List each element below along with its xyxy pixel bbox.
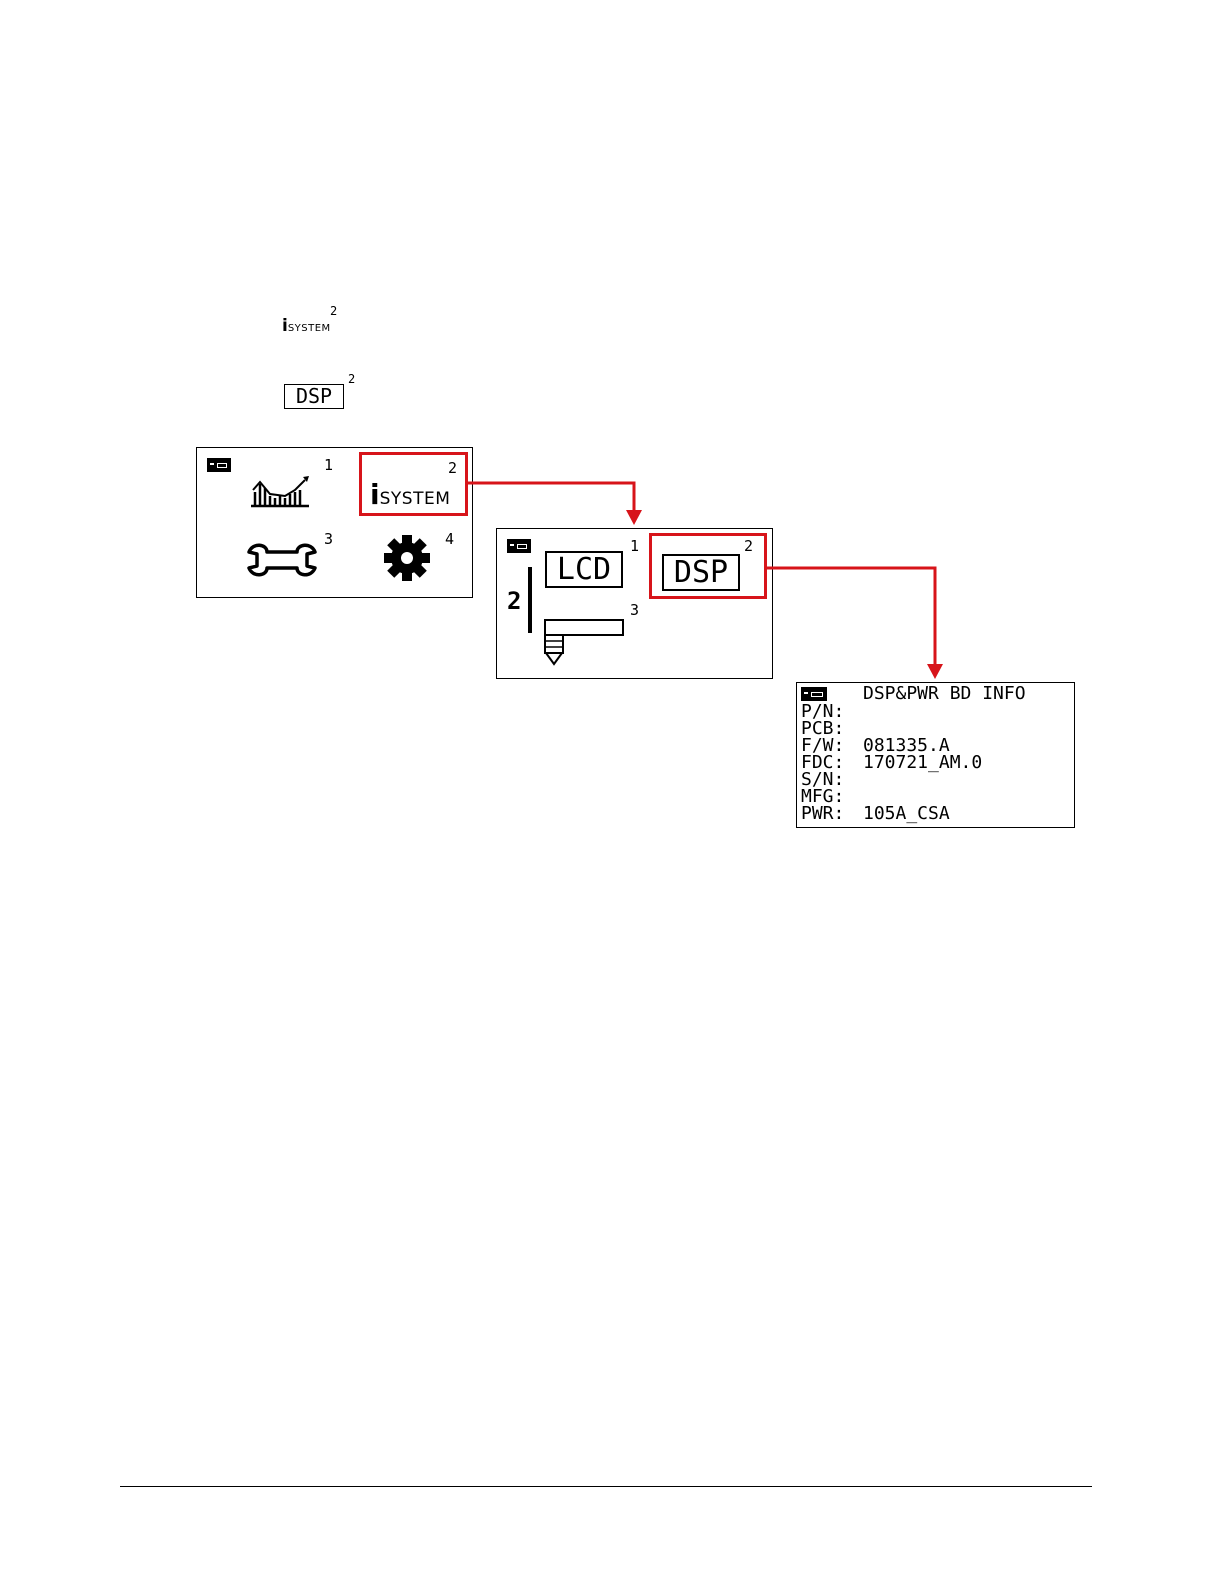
footer-rule <box>120 1486 1092 1487</box>
arrow-isystem-to-system-menu <box>465 483 642 525</box>
arrow-dsp-to-info <box>766 568 943 679</box>
